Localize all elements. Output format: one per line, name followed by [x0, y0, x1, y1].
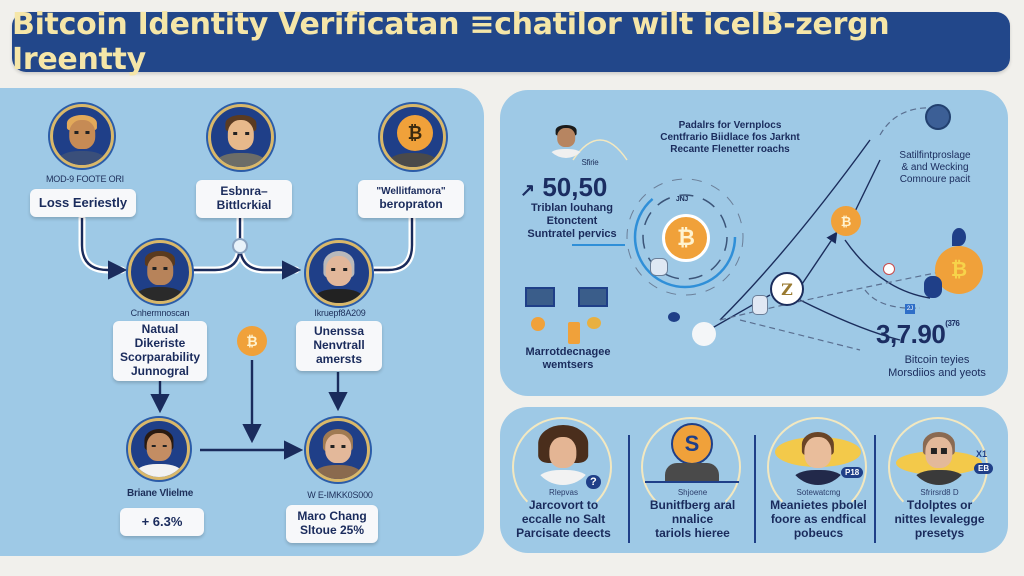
- bitcoin-bulb-icon: S: [671, 423, 713, 465]
- question-icon: ?: [586, 475, 601, 489]
- coin-icon: [531, 317, 545, 331]
- user-pin-icon: [924, 276, 942, 298]
- badge-node-icon: [752, 295, 768, 315]
- profile-avatar: [787, 423, 849, 485]
- currency-icon: ↗: [520, 180, 536, 200]
- caption-top-left: MOD-9 FOOTE ORI: [45, 174, 124, 184]
- junction-icon: [232, 238, 248, 254]
- profile-badge: EB: [974, 463, 994, 474]
- avatar-top-left[interactable]: [50, 104, 114, 168]
- callout-top-right: Satilfintproslage & and Wecking Comnoure…: [899, 150, 971, 185]
- title-banner: Bitcoin Identity Verificatan ≡chatilor w…: [12, 7, 1010, 77]
- hub-node-icon[interactable]: Z: [770, 272, 804, 306]
- avatar-mid-left[interactable]: [128, 240, 192, 304]
- avatar-presenter[interactable]: [546, 120, 586, 158]
- small-node-icon: [668, 312, 680, 322]
- profile-card[interactable]: S Shjoene Bunitfberg aral nnalice tariol…: [629, 407, 756, 553]
- location-pin-icon: [952, 228, 966, 246]
- avatar-bottom-left[interactable]: [128, 418, 190, 480]
- avatar-top-right[interactable]: ₿: [380, 104, 446, 170]
- profile-card[interactable]: EB X1 Sfrirsrd8 D Tdolptes or nittes lev…: [876, 407, 1003, 553]
- robot-badge-icon: [650, 258, 668, 276]
- large-bitcoin-icon[interactable]: ₿: [935, 246, 983, 294]
- stat-right-desc: Bitcoin teyies Morsdiios and yeots: [888, 354, 986, 380]
- divider: [874, 435, 876, 543]
- tag-icon: 2J: [905, 304, 915, 314]
- phone-icon: [568, 322, 580, 344]
- caption-bottom-right: W E-IMKK0S000: [307, 490, 373, 500]
- avatar-bottom-right[interactable]: [306, 418, 370, 482]
- bulb-base: [665, 463, 719, 481]
- label-mid-left: Natual Dikeriste Scorparability Junnogra…: [113, 321, 207, 381]
- presenter-caption: Sfirie: [581, 158, 599, 167]
- monitor-icon: [525, 287, 555, 307]
- check-node-icon[interactable]: [692, 322, 716, 346]
- orbit-label: JNJ: [675, 196, 689, 203]
- heart-node-icon: [883, 263, 895, 275]
- profile-card[interactable]: P18 Sotewatcmg Meanietes pbolel foore as…: [755, 407, 882, 553]
- profile-card[interactable]: ? Rlepvas Jarcovort to eccalle no Salt P…: [500, 407, 627, 553]
- label-top-left: Loss Eeriestly: [30, 189, 136, 217]
- bulb-line: [645, 481, 739, 483]
- profile-avatar: [908, 423, 970, 485]
- label-mid-right: Unenssa Nenvtrall amersts: [296, 321, 382, 371]
- badge-top-label: X1: [976, 449, 988, 459]
- stat-bottom-left: + 6.3%: [120, 508, 204, 536]
- monitor-icon: [578, 287, 608, 307]
- wallet-icon: [587, 317, 601, 329]
- divider: [628, 435, 630, 543]
- bitcoin-coin-icon: ₿: [237, 326, 267, 356]
- profiles-row: ? Rlepvas Jarcovort to eccalle no Salt P…: [500, 407, 1008, 553]
- devices-caption: Marrotdecnagee wemtsers: [525, 346, 611, 372]
- stat-right-value: 3,7.90(376: [876, 319, 960, 349]
- key-icon: [925, 104, 951, 130]
- avatar-top-center[interactable]: [208, 104, 274, 170]
- stat-left-desc: Triblan louhang Etonctent Suntratel perv…: [527, 202, 617, 241]
- caption-mid-left: Cnhermnoscan: [130, 308, 190, 318]
- network-headline: Padalrs for Vernplocs Centfrario Biidlac…: [660, 120, 800, 155]
- stat-left-value: ↗ 50,50: [520, 172, 608, 202]
- bitcoin-coin-icon: ₿: [397, 115, 433, 151]
- profile-badge: P18: [841, 467, 864, 478]
- label-top-center: Esbnra– Bittlcrkial: [196, 180, 292, 218]
- label-top-right: "Wellitfamora" beropraton: [358, 180, 464, 218]
- page-title: Bitcoin Identity Verificatan ≡chatilor w…: [12, 7, 890, 77]
- stat-bottom-right: Maro Chang Sltoue 25%: [286, 505, 378, 543]
- caption-mid-right: Ikruepf8A209: [314, 308, 366, 318]
- avatar-mid-right[interactable]: [306, 240, 372, 306]
- divider: [754, 435, 756, 543]
- orbit-coin-icon[interactable]: ₿: [662, 214, 710, 262]
- bitcoin-node-icon[interactable]: ₿: [831, 206, 861, 236]
- profile-avatar: [532, 423, 594, 485]
- caption-bottom-left: Briane Vlielme: [126, 488, 194, 499]
